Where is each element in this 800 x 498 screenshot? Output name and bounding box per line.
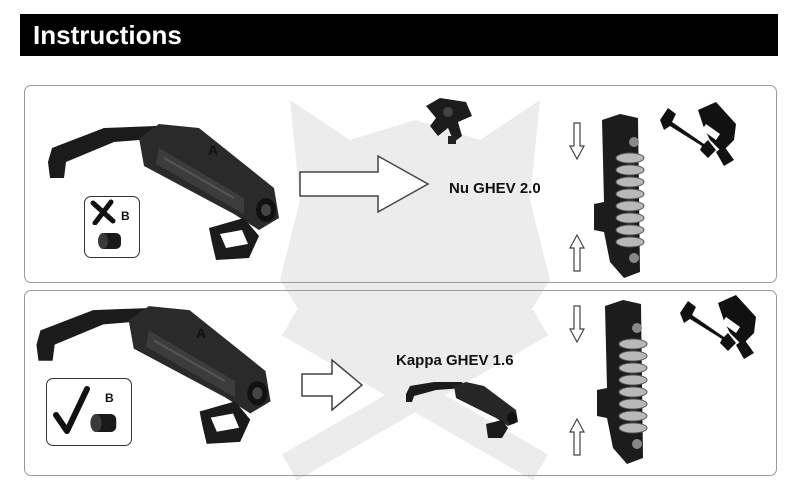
arrow-right-icon [299,154,430,214]
bracket-part-a-image [48,124,279,260]
instruction-panel-kappa [24,290,777,476]
page-title: Instructions [33,20,182,50]
part-a-label: A [208,142,219,158]
bracket-part-a-image [36,306,271,444]
header-bar: Instructions [20,14,778,56]
arrow-down-icon [569,122,585,160]
arrow-up-icon [569,418,585,456]
part-b-label: B [105,391,114,405]
cross-icon [90,199,116,225]
part-b-label: B [121,209,130,223]
bushing-part-b-image [90,414,117,432]
instruction-panel-nu [24,85,777,283]
part-b-badge: B [46,378,132,446]
part-b-badge: B [84,196,140,258]
engine-label-nu: Nu GHEV 2.0 [449,180,541,197]
small-bracket-nu-image [426,98,472,144]
part-a-label: A [196,325,207,341]
checkmark-icon [53,386,90,434]
bushing-part-b-image [98,233,121,249]
engine-mount-image [597,300,648,464]
engine-mount-image [594,114,645,278]
small-bracket-kappa-image [406,382,518,438]
arrow-down-icon [569,305,585,343]
arrow-up-icon [569,234,585,272]
wrench-hand-icon [660,102,736,166]
engine-label-kappa: Kappa GHEV 1.6 [396,352,514,369]
wrench-hand-icon [680,295,756,359]
arrow-right-icon [301,358,364,412]
